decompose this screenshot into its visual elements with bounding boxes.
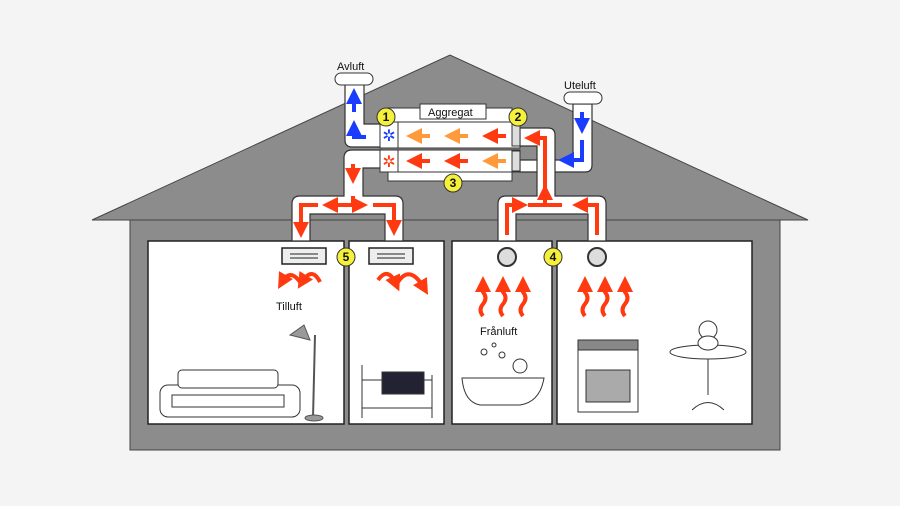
supply-vent-bedroom: [368, 247, 414, 265]
marker-3: 3: [443, 173, 463, 193]
table-with-cat-illustration: [669, 320, 747, 411]
floor-lamp-illustration: [288, 324, 324, 422]
exhaust-valve-kitchen: [587, 247, 607, 267]
marker-2: 2: [508, 107, 528, 127]
cooling-icon: ✲: [382, 128, 395, 145]
stove-illustration: [577, 339, 639, 413]
heating-icon: ✲: [382, 154, 395, 171]
svg-text:1: 1: [383, 110, 390, 124]
svg-text:4: 4: [550, 250, 557, 264]
label-franluft: Frånluft: [480, 326, 517, 338]
uteluft-cap: [563, 91, 603, 105]
marker-4: 4: [543, 247, 563, 267]
sofa-illustration: [159, 369, 301, 418]
label-aggregat: Aggregat: [428, 107, 473, 119]
label-avluft: Avluft: [337, 61, 364, 73]
supply-air-arrows: [278, 270, 429, 295]
label-uteluft: Uteluft: [564, 80, 596, 92]
bathtub-illustration: [461, 342, 545, 406]
bed-illustration: [361, 365, 433, 418]
marker-5: 5: [336, 247, 356, 267]
airflow-arrows: [293, 88, 599, 238]
label-tilluft: Tilluft: [276, 301, 302, 313]
svg-text:3: 3: [450, 176, 457, 190]
exhaust-valve-bathroom: [497, 247, 517, 267]
marker-1: 1: [376, 107, 396, 127]
supply-vent-living: [281, 247, 327, 265]
filter-top: [511, 123, 521, 147]
filter-bottom: [511, 150, 521, 172]
svg-text:5: 5: [343, 250, 350, 264]
exhaust-air-arrows: [475, 276, 633, 318]
svg-text:2: 2: [515, 110, 522, 124]
avluft-cap: [334, 72, 374, 86]
